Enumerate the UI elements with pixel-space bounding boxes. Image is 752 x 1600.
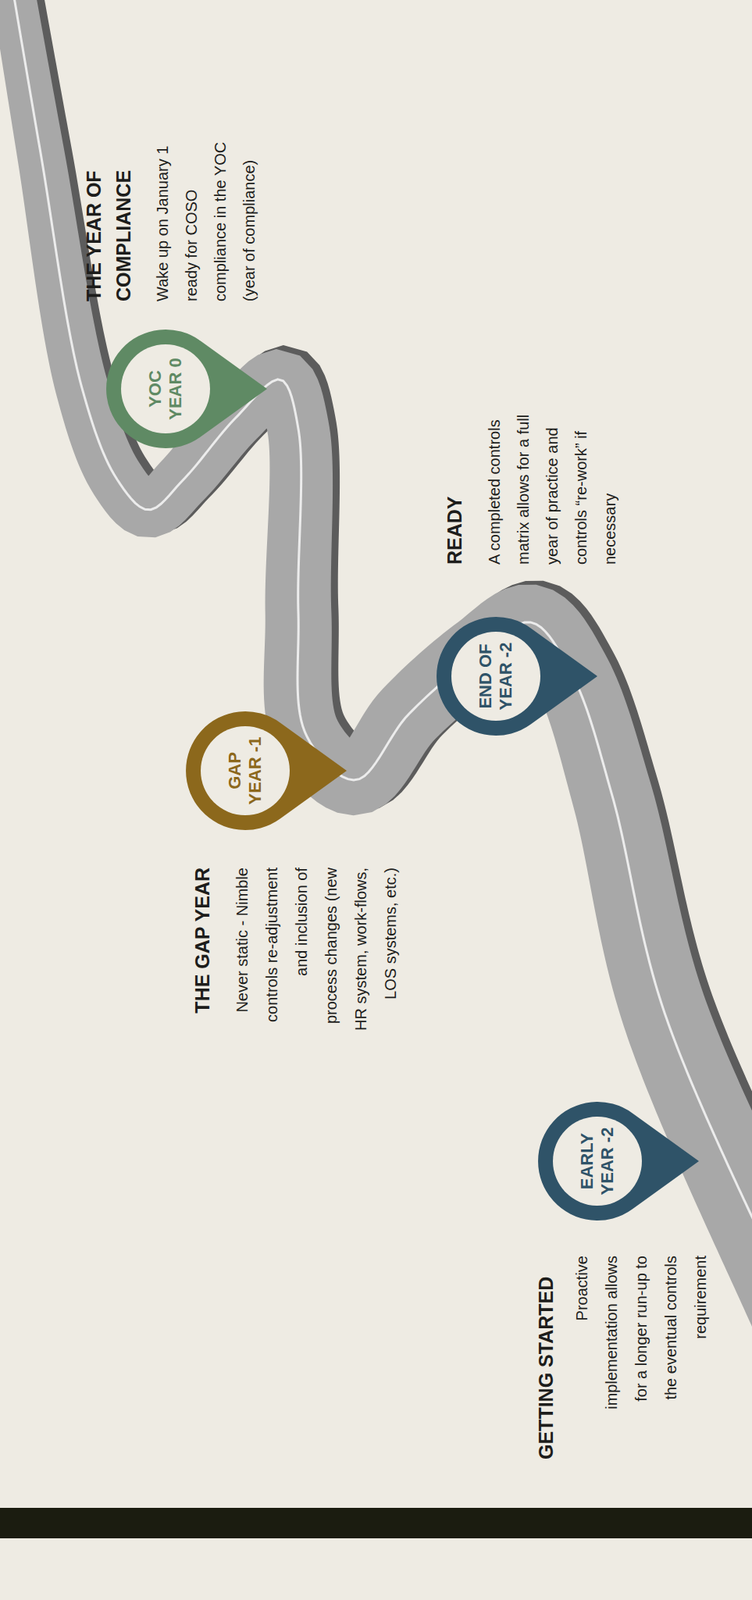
pin-label: YOC YEAR 0: [145, 346, 186, 432]
milestone-text: GETTING STARTEDProactive implementation …: [532, 1255, 716, 1460]
pin-label: END OF YEAR -2: [475, 634, 517, 719]
milestone-text: READY A completed controls matrix allows …: [441, 396, 625, 565]
pin-label: GAP YEAR -1: [224, 728, 266, 813]
milestone-pin: GAP YEAR -1THE GAP YEARNever static - Ni…: [185, 711, 347, 831]
milestone-description: Never static - Nimble controls re-adjust…: [227, 867, 406, 1034]
pin-hole: [552, 1116, 642, 1206]
pin-shape: [185, 711, 347, 831]
milestone-description: A completed controls matrix allows for a…: [480, 396, 625, 565]
milestone-heading: THE GAP YEAR: [188, 867, 216, 1034]
milestone-description: Wake up on January 1 ready for COSO comp…: [148, 125, 264, 302]
pin-marker: [106, 329, 268, 449]
pin-shape: [106, 329, 268, 449]
milestone-text: THE YEAR OF COMPLIANCEWake up on January…: [78, 125, 264, 302]
milestone-description: Proactive implementation allows for a lo…: [566, 1255, 716, 1419]
pin-shape: [436, 616, 598, 736]
pin-marker: [185, 711, 347, 831]
milestone-pin: YOC YEAR 0THE YEAR OF COMPLIANCEWake up …: [106, 329, 268, 449]
milestone-heading: READY: [441, 396, 468, 565]
milestone-pin: END OF YEAR -2READYA completed controls …: [436, 616, 598, 736]
pin-shape: [538, 1101, 699, 1221]
milestone-pin: EARLY YEAR -2GETTING STARTEDProactive im…: [538, 1101, 699, 1221]
milestone-heading: GETTING STARTED: [532, 1255, 560, 1460]
pin-label: EARLY YEAR -2: [577, 1119, 618, 1204]
road-centre-line: [7, 0, 752, 1480]
pin-hole: [451, 631, 541, 721]
footer-bar: [0, 1507, 752, 1539]
road-surface: [0, 0, 752, 1498]
pin-hole: [200, 726, 290, 816]
milestone-heading: THE YEAR OF COMPLIANCE: [78, 145, 139, 302]
milestone-text: THE GAP YEAR Never static - Nimble contro…: [188, 867, 406, 1034]
pin-hole: [121, 344, 211, 434]
pin-marker: [538, 1101, 699, 1221]
pin-marker: [436, 616, 598, 736]
